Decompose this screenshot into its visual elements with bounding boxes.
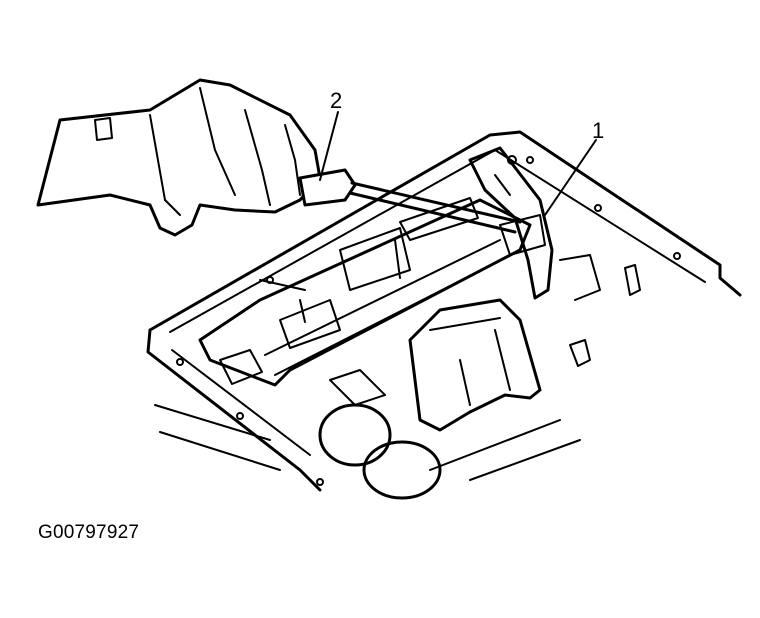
callout-leaders bbox=[319, 111, 597, 216]
shift-fork bbox=[468, 146, 554, 300]
callout-2: 2 bbox=[330, 88, 342, 113]
gear-housing bbox=[318, 254, 641, 500]
technician-hand bbox=[36, 78, 322, 237]
shift-rail-assembly bbox=[198, 197, 532, 387]
screwdriver-tool bbox=[298, 168, 522, 234]
figure-id: G00797927 bbox=[38, 522, 140, 543]
callout-1: 1 bbox=[592, 118, 604, 143]
